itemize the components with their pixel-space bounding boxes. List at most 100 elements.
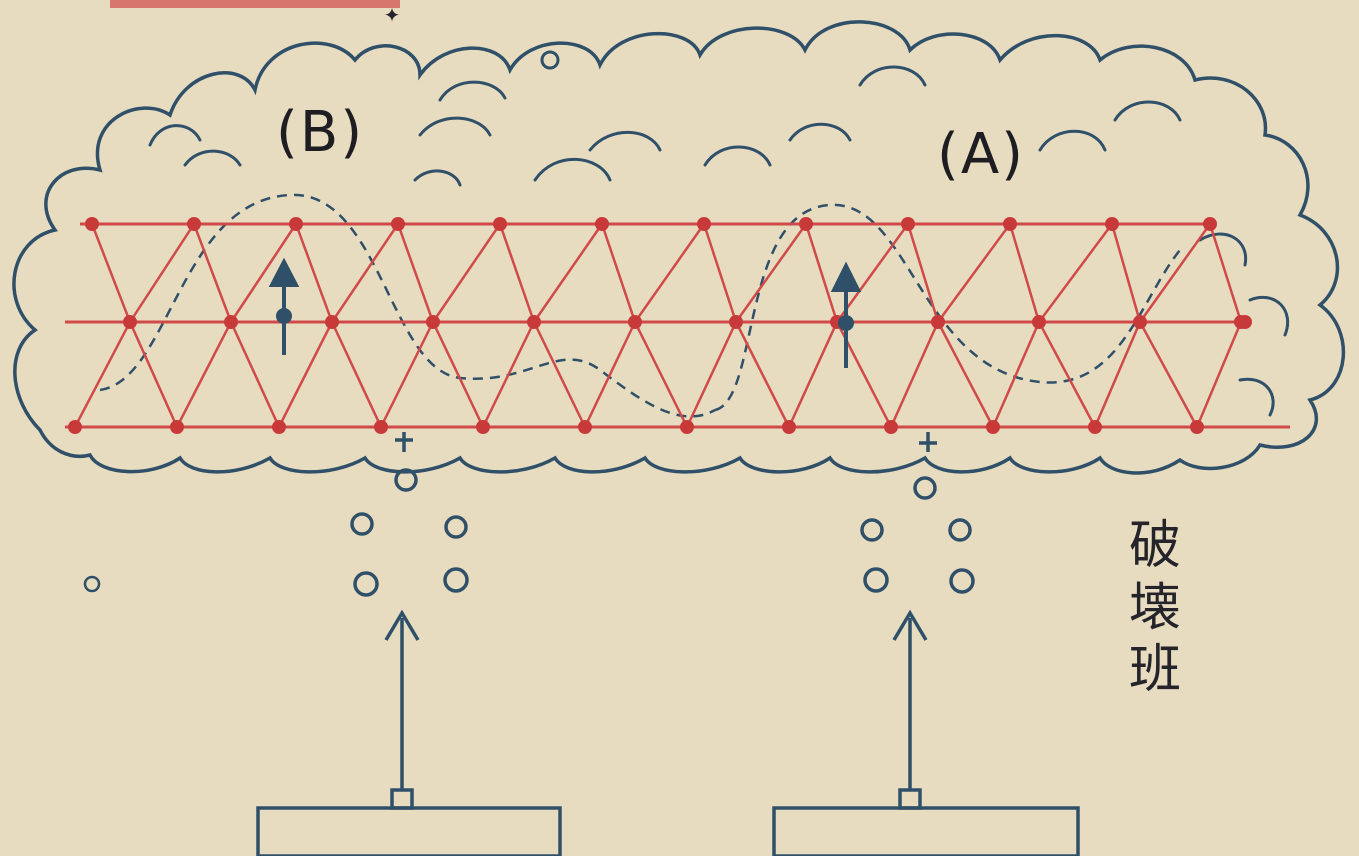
diagonal-upper [1110, 223, 1142, 323]
truss-lattice [65, 217, 1290, 434]
lattice-node [1105, 217, 1119, 231]
diagonal-upper [192, 223, 233, 323]
diagonal-upper [835, 223, 910, 323]
lattice-node [527, 315, 541, 329]
diagonal-upper [1008, 223, 1041, 323]
lattice-node [374, 420, 388, 434]
lattice-node [1190, 420, 1204, 434]
diagonal-upper [702, 223, 738, 323]
diagonal-upper [498, 223, 536, 323]
caption-char-3: 班 [1128, 640, 1181, 700]
caption-vertical: 破 壊 班 [1120, 515, 1190, 701]
launcher-b-base [256, 806, 562, 856]
diagonal-upper [1208, 223, 1243, 323]
diagonal-lower [583, 321, 637, 428]
diagonal-lower [936, 321, 995, 428]
lattice-node [1133, 315, 1147, 329]
caption-char-1: 破 [1128, 516, 1181, 576]
diagonal-lower [1093, 321, 1142, 428]
diagonal-lower [175, 321, 233, 428]
lattice-node [85, 217, 99, 231]
diagonal-lower [229, 321, 281, 428]
cloud-outline [12, 20, 1346, 475]
launcher-a-base [772, 806, 1080, 856]
launcher-b-nozzle [390, 788, 414, 810]
lattice-node [476, 420, 490, 434]
diagonal-upper [1037, 223, 1114, 323]
label-a: (A) [937, 122, 1026, 187]
lattice-node [123, 315, 137, 329]
lattice-node [1088, 420, 1102, 434]
diagonal-upper [229, 223, 298, 323]
diagonal-lower [330, 321, 383, 428]
stray-circle [83, 575, 101, 593]
lattice-node [1003, 217, 1017, 231]
diagonal-lower [787, 321, 839, 428]
launcher-a-nozzle [898, 788, 922, 810]
lattice-node [1032, 315, 1046, 329]
lattice-node [697, 217, 711, 231]
wave-a [714, 203, 1181, 412]
lattice-node [901, 217, 915, 231]
lattice-node [289, 217, 303, 231]
diagonal-upper [804, 223, 839, 323]
diagonal-lower [1138, 321, 1199, 428]
lattice-node [426, 315, 440, 329]
diagonal-upper [936, 223, 1012, 323]
lattice-node [986, 420, 1000, 434]
lattice-arrow-a [830, 261, 862, 368]
diagonal-upper [396, 223, 435, 323]
diagonal-lower [73, 321, 132, 428]
caption-char-2: 壊 [1128, 578, 1181, 638]
lattice-node [391, 217, 405, 231]
top-cross-mark: ✦ [384, 3, 401, 27]
diagonal-lower [1037, 321, 1097, 428]
lattice-node [799, 217, 813, 231]
lattice-arrow-b [268, 257, 300, 355]
diagonal-upper [294, 223, 334, 323]
lattice-node [68, 420, 82, 434]
lattice-node [782, 420, 796, 434]
diagonal-upper [532, 223, 604, 323]
cloud-curls [148, 50, 1290, 417]
lattice-node [884, 420, 898, 434]
label-b: (B) [276, 100, 365, 165]
diagonal-upper [431, 223, 502, 323]
diagonal-lower [532, 321, 587, 428]
lattice-node [680, 420, 694, 434]
launcher-a [772, 432, 1080, 856]
diagonal-upper [600, 223, 637, 323]
lattice-node [729, 315, 743, 329]
lattice-node [493, 217, 507, 231]
diagonal-lower [431, 321, 485, 428]
lattice-node [272, 420, 286, 434]
lattice-node [187, 217, 201, 231]
diagonal-upper [330, 223, 400, 323]
lattice-node [170, 420, 184, 434]
lattice-node [628, 315, 642, 329]
diagonal-lower [991, 321, 1041, 428]
diagonal-lower [1195, 321, 1243, 428]
lattice-node [931, 315, 945, 329]
diagonal-upper [906, 223, 940, 323]
lattice-node [224, 315, 238, 329]
lattice-node [1238, 315, 1252, 329]
diagonal-upper [734, 223, 808, 323]
diagonal-upper [90, 223, 132, 323]
diagonal-lower [277, 321, 334, 428]
diagonal-lower [889, 321, 940, 428]
diagonal-lower [734, 321, 791, 428]
diagonal-lower [128, 321, 179, 428]
launcher-b [256, 432, 562, 856]
diagonal-lower [379, 321, 435, 428]
diagonal-lower [633, 321, 689, 428]
diagonal-upper [633, 223, 706, 323]
diagonal-lower [685, 321, 738, 428]
lattice-node [325, 315, 339, 329]
diagonal-upper [128, 223, 196, 323]
top-border-strip [110, 0, 400, 8]
diagonal-upper [1138, 223, 1212, 323]
diagonal-lower [481, 321, 536, 428]
